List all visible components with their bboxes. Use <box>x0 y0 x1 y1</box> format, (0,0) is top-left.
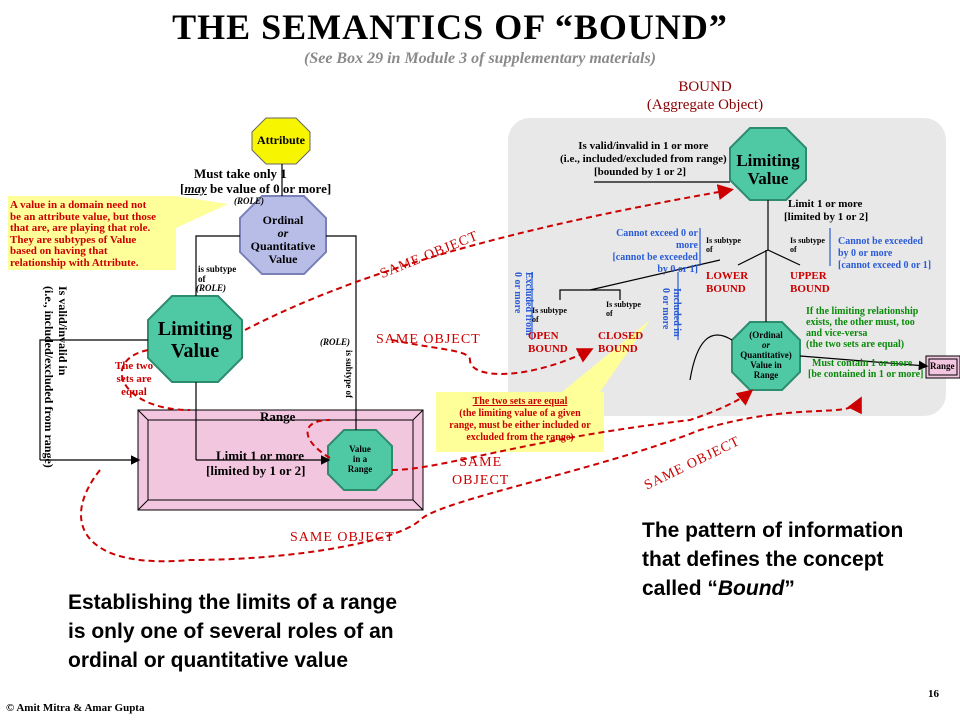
limit-label-left: Limit 1 or more [limited by 1 or 2] <box>206 448 306 478</box>
limiting-value-label-right: Limiting Value <box>736 151 800 188</box>
is-subtype-upper: Is subtype of <box>790 236 825 254</box>
limiting-value-octagon-right <box>729 127 807 201</box>
if-limiting-relationship-note: If the limiting relationship exists, the… <box>806 306 919 350</box>
range-small-label: Range <box>930 361 955 371</box>
blue-connectors <box>531 228 831 340</box>
attribute-note-callout <box>8 196 228 270</box>
is-subtype-vertical: is subtype of <box>344 350 354 399</box>
closed-bound-label: CLOSED BOUND <box>598 330 644 355</box>
excluded-from-vertical: Excluded from 0 or more <box>512 272 534 336</box>
limiting-value-octagon-left <box>147 295 243 383</box>
lower-bound-label: LOWER BOUND <box>706 270 749 295</box>
page-number: 16 <box>928 688 939 700</box>
is-subtype-open: Is subtype of <box>532 306 567 324</box>
limit-label-right: Limit 1 or more [limited by 1 or 2] <box>784 198 869 223</box>
right-connectors <box>559 181 929 381</box>
ordinal-value-octagon <box>239 195 327 275</box>
value-in-range-octagon-right <box>731 321 801 391</box>
upper-bound-label: UPPER BOUND <box>790 270 830 295</box>
cannot-be-exceeded-label: Cannot be exceeded by 0 or more [cannot … <box>838 236 932 271</box>
attribute-note: A value in a domain need not be an attri… <box>10 199 157 269</box>
value-in-range-label-right: (Ordinal or Quantitative) Value in Range <box>740 330 792 380</box>
role-label-mid: (ROLE) <box>196 283 226 293</box>
bound-aggregate-region <box>508 118 946 416</box>
left-connectors <box>39 164 357 465</box>
must-contain-label: Must contain 1 or more [be contained in … <box>808 358 924 380</box>
included-in-vertical: Included in 0 or more <box>660 288 682 337</box>
limiting-value-label-left: Limiting Value <box>157 318 233 362</box>
range-label: Range <box>260 409 296 424</box>
bound-aggregate-title: BOUND (Aggregate Object) <box>646 79 764 113</box>
valid-invalid-label-right: Is valid/invalid in 1 or more (i.e., inc… <box>560 140 727 178</box>
must-take-label: Must take only 1 [may be value of 0 or m… <box>180 166 332 196</box>
cannot-exceed-label: Cannot exceed 0 or more [cannot be excee… <box>612 228 698 275</box>
two-sets-equal-callout <box>436 320 650 452</box>
role-label-right: (ROLE) <box>320 337 350 347</box>
open-bound-label: OPEN BOUND <box>528 330 568 355</box>
two-sets-equal-left: The two sets are equal <box>114 360 154 398</box>
is-subtype-lower: Is subtype of <box>706 236 741 254</box>
page-subtitle: (See Box 29 in Module 3 of supplementary… <box>304 50 656 67</box>
ordinal-value-label: Ordinal or Quantitative Value <box>250 213 316 266</box>
attribute-octagon <box>251 117 311 165</box>
is-subtype-label-left: is subtype of <box>198 264 237 284</box>
same-object-label-c: SAME OBJECT <box>452 455 510 488</box>
value-in-range-label-left: Value in a Range <box>347 444 373 474</box>
bottom-right-text: The pattern of information that defines … <box>642 519 904 600</box>
same-object-label-b: SAME OBJECT <box>376 332 481 347</box>
role-label-top: (ROLE) <box>234 196 264 206</box>
two-sets-equal-note: The two sets are equal (the limiting val… <box>449 396 591 443</box>
attribute-label: Attribute <box>257 133 305 147</box>
same-object-links <box>79 184 862 563</box>
copyright: © Amit Mitra & Amar Gupta <box>6 702 145 714</box>
same-object-label-e: SAME OBJECT <box>290 530 395 545</box>
bottom-left-text: Establishing the limits of a range is on… <box>68 591 398 672</box>
is-subtype-closed: Is subtype of <box>606 300 641 318</box>
valid-invalid-vertical: Is valid/invalid in (i.e., included/excl… <box>42 286 70 468</box>
page-title: THE SEMANTICS OF “BOUND” <box>172 7 728 47</box>
